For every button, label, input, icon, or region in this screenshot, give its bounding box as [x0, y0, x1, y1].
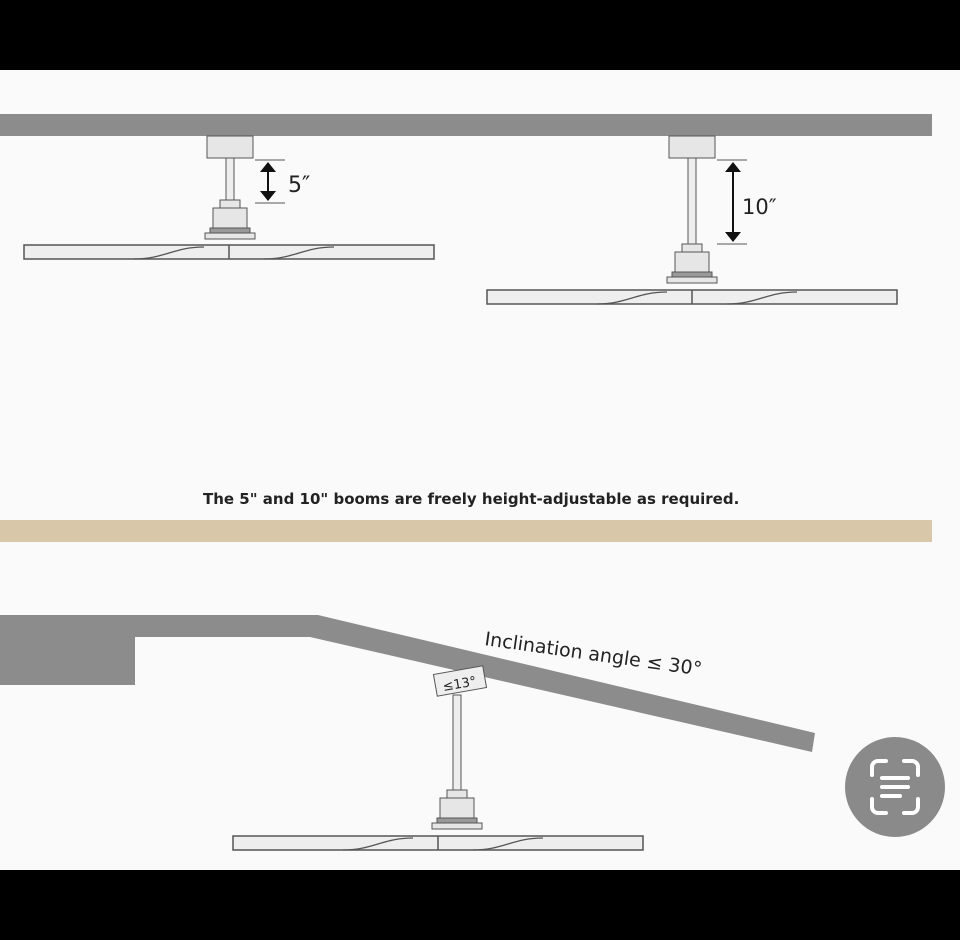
boom-10-label: 10″ — [742, 195, 777, 219]
text-scan-icon — [870, 759, 920, 815]
boom-5-label: 5″ — [288, 173, 310, 198]
text-scan-button[interactable] — [845, 737, 945, 837]
section-divider — [0, 520, 932, 542]
sloped-ceiling — [0, 615, 815, 752]
ceiling-bar — [0, 114, 932, 136]
mount-angle-label: ≤13° — [442, 674, 478, 695]
fan-10-inch-boom — [486, 135, 898, 305]
fan-5-inch-boom — [23, 135, 435, 260]
caption: The 5" and 10" booms are freely height-a… — [203, 490, 739, 508]
fan-sloped-mount: ≤13° — [232, 665, 644, 851]
